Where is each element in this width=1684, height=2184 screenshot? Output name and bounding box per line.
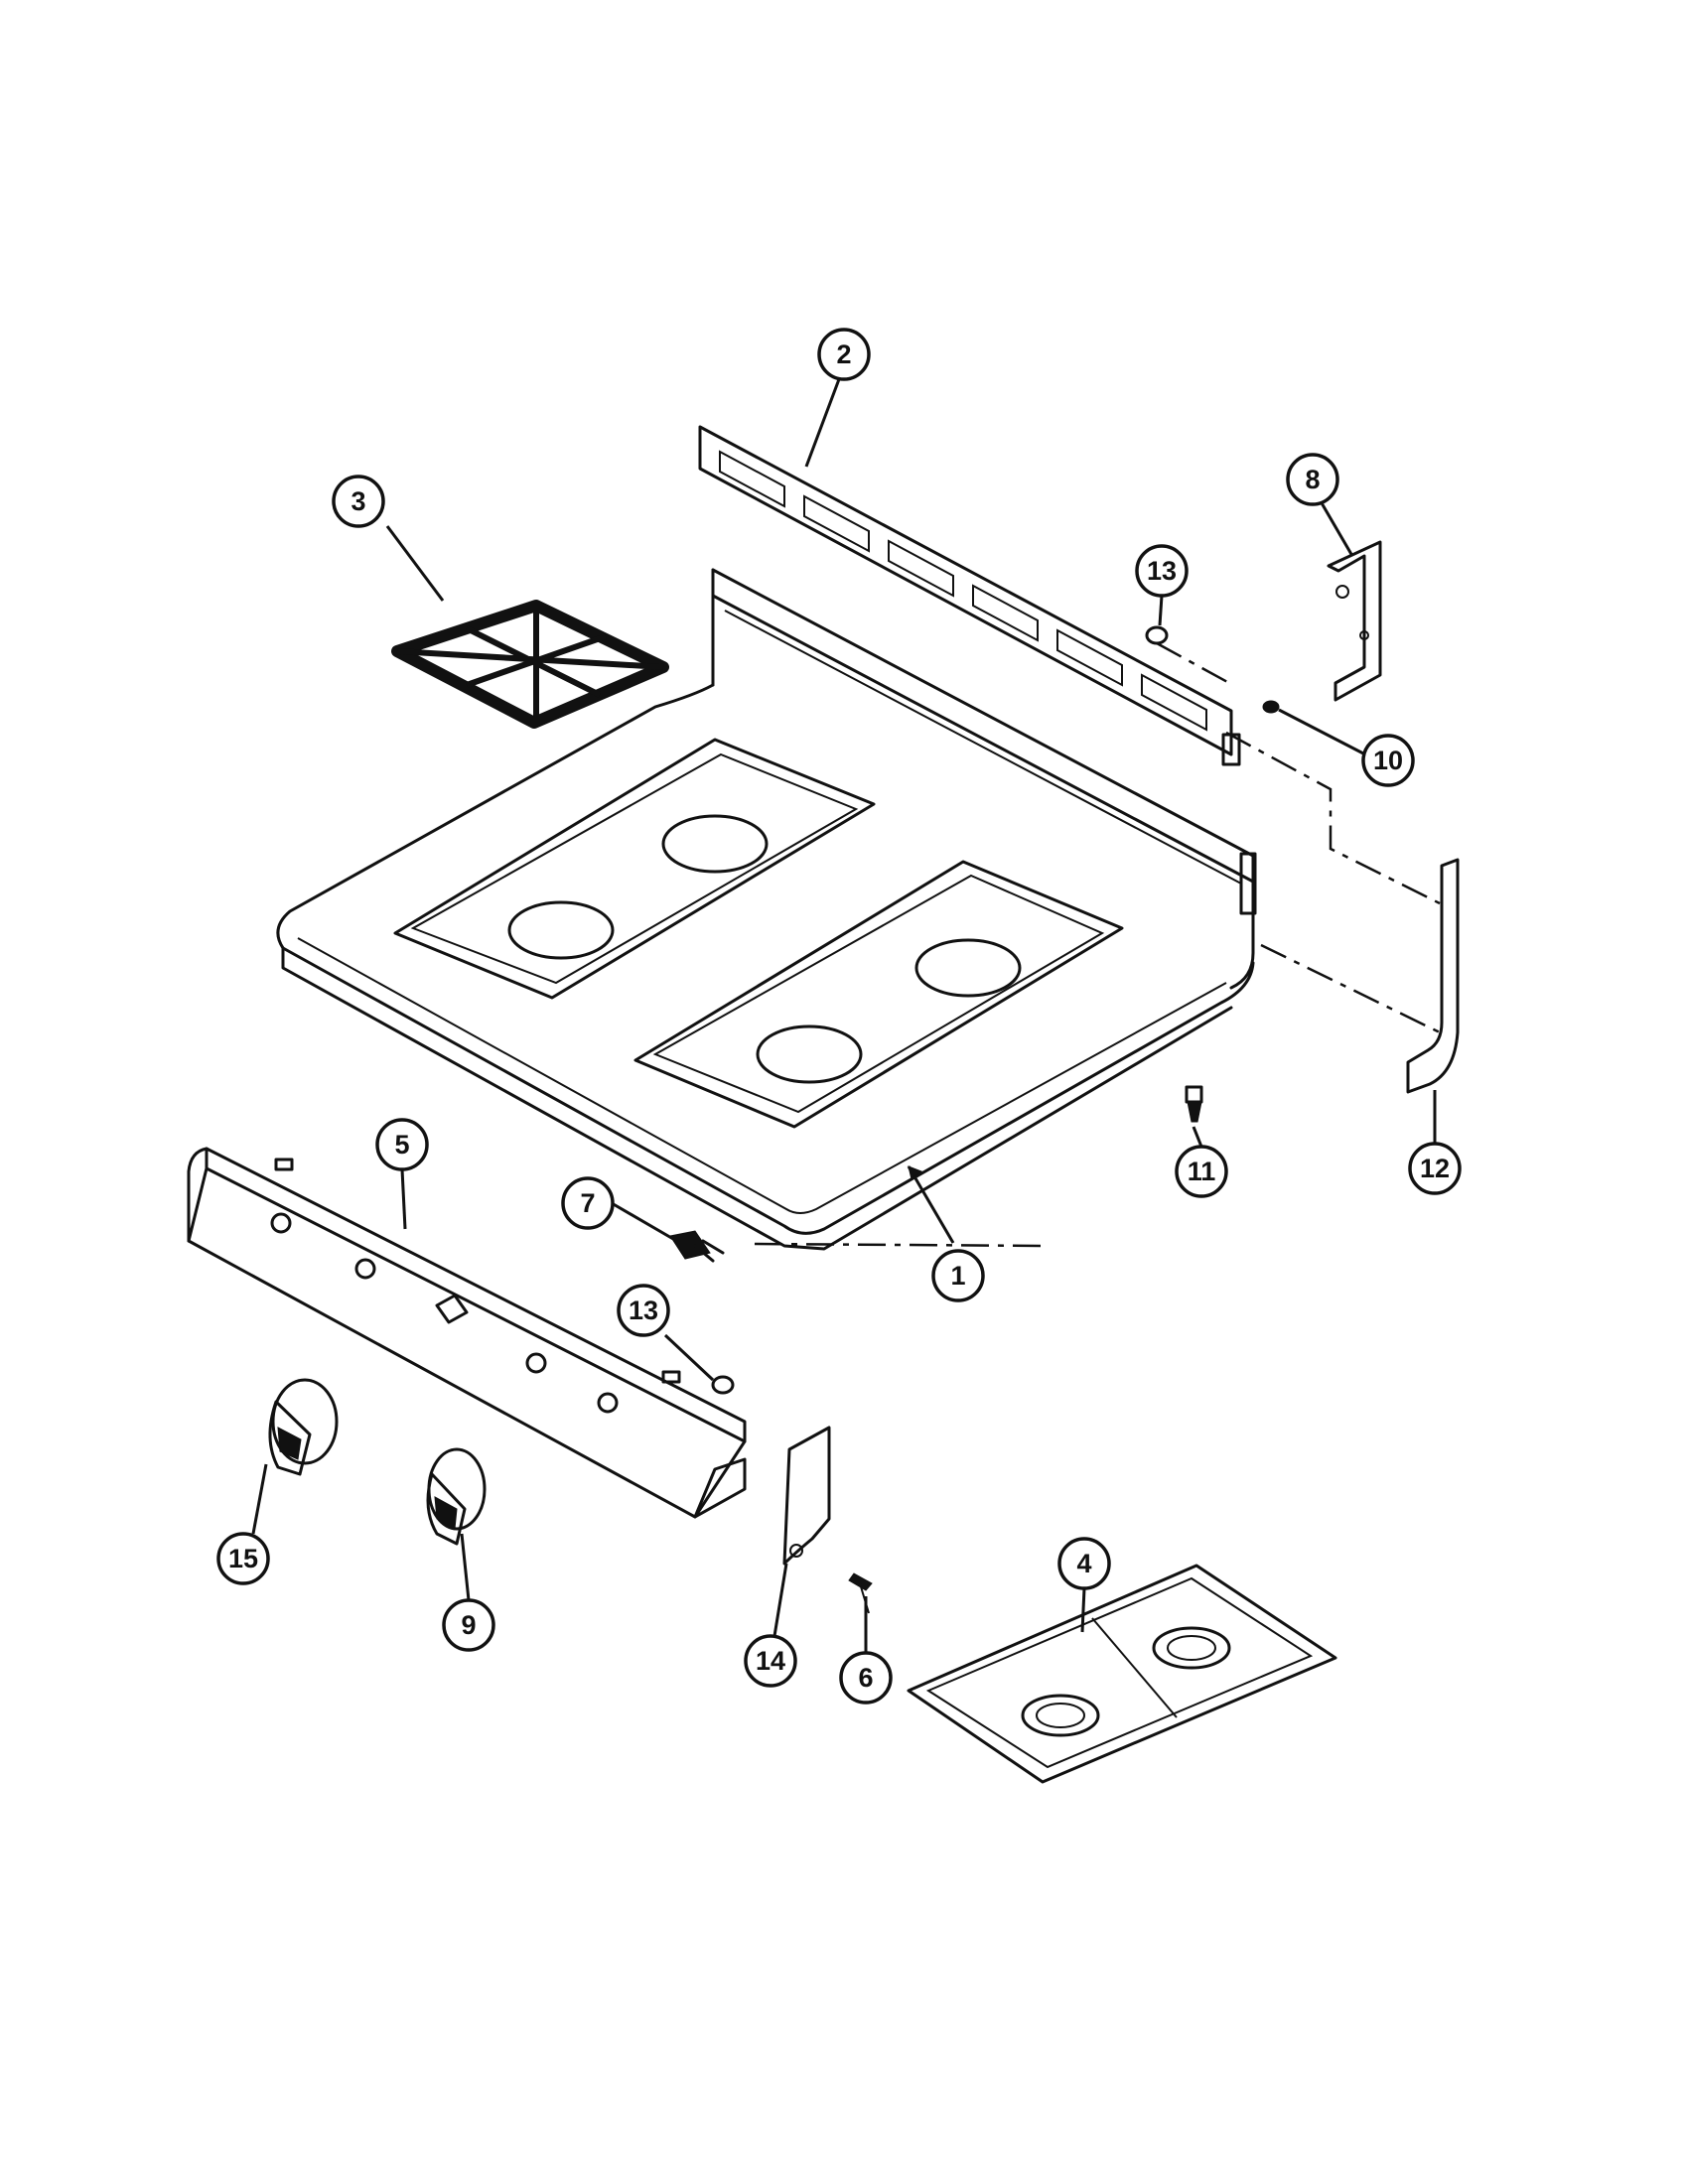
- callout-6: 6: [839, 1651, 893, 1705]
- ignitor-clip: [611, 1201, 725, 1263]
- callout-8: 8: [1286, 453, 1339, 506]
- svg-text:8: 8: [1305, 465, 1320, 494]
- svg-text:1: 1: [950, 1261, 965, 1291]
- callout-15: 15: [216, 1532, 270, 1585]
- svg-text:14: 14: [756, 1646, 785, 1676]
- burner-knob-right: [426, 1447, 487, 1601]
- svg-text:3: 3: [351, 486, 365, 516]
- screw-bracket: [1262, 700, 1366, 756]
- svg-text:11: 11: [1188, 1157, 1216, 1186]
- assembly-line-bottom: [754, 1242, 1049, 1248]
- callout-13-upper: 13: [1135, 544, 1189, 598]
- callout-4: 4: [1057, 1537, 1111, 1590]
- grommet-lower: [663, 1333, 735, 1395]
- control-panel: [187, 1147, 747, 1519]
- callout-3: 3: [332, 475, 385, 528]
- fastener-clip: [1185, 1085, 1203, 1148]
- callout-2: 2: [817, 328, 871, 381]
- cooktop-main-top: [276, 568, 1257, 1251]
- svg-text:12: 12: [1420, 1154, 1450, 1183]
- panel-end-bracket: [772, 1426, 831, 1637]
- callout-12: 12: [1408, 1142, 1462, 1195]
- callout-10: 10: [1361, 734, 1415, 787]
- burner-grate: [385, 525, 669, 729]
- svg-text:13: 13: [1147, 556, 1177, 586]
- svg-text:15: 15: [228, 1544, 258, 1573]
- side-trim: [1406, 858, 1460, 1144]
- assembly-line-grommet: [1156, 641, 1230, 685]
- svg-text:9: 9: [461, 1610, 476, 1640]
- svg-text:4: 4: [1076, 1549, 1091, 1578]
- svg-text:7: 7: [580, 1188, 595, 1218]
- assembly-line-lower: [1260, 943, 1441, 1034]
- callout-7: 7: [561, 1176, 615, 1230]
- svg-text:2: 2: [836, 340, 851, 369]
- screw: [848, 1572, 873, 1653]
- svg-text:13: 13: [629, 1296, 658, 1325]
- svg-text:10: 10: [1373, 746, 1403, 775]
- svg-text:5: 5: [394, 1130, 409, 1160]
- drip-pan-assembly: [907, 1564, 1337, 1784]
- side-bracket: [1319, 500, 1382, 702]
- grommet-upper: [1145, 595, 1169, 645]
- callout-1: 1: [931, 1249, 985, 1302]
- callout-5: 5: [375, 1118, 429, 1171]
- callout-13-lower: 13: [617, 1284, 670, 1337]
- backguard-vent-panel: [698, 378, 1241, 766]
- callout-14: 14: [744, 1634, 797, 1688]
- callout-11: 11: [1175, 1145, 1228, 1198]
- burner-knob-left: [251, 1378, 339, 1535]
- svg-text:6: 6: [858, 1663, 873, 1693]
- assembly-line-upper: [1225, 731, 1441, 905]
- callout-9: 9: [442, 1598, 495, 1652]
